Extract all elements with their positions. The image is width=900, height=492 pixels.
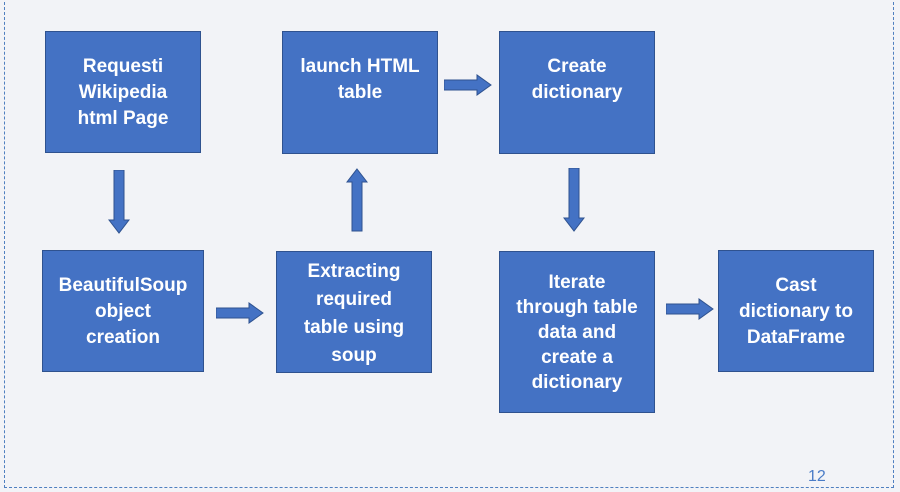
slide-border	[4, 2, 894, 488]
node-extracting-table: Extracting required table using soup	[276, 251, 432, 373]
node-iterate-create-dictionary: Iterate through table data and create a …	[499, 251, 655, 413]
arrow-beautifulsoup-to-extracting	[216, 302, 264, 324]
node-beautifulsoup-object-creation: BeautifulSoup object creation	[42, 250, 204, 372]
arrow-extracting-to-launch	[346, 168, 368, 232]
node-cast-dataframe: Cast dictionary to DataFrame	[718, 250, 874, 372]
arrow-iterate-to-cast	[666, 298, 714, 320]
arrow-request-to-beautifulsoup	[108, 170, 130, 234]
node-launch-html-table: launch HTML table	[282, 31, 438, 154]
node-request-wikipedia-page: Requesti Wikipedia html Page	[45, 31, 201, 153]
node-create-dictionary: Create dictionary	[499, 31, 655, 154]
arrow-launch-to-create-dictionary	[444, 74, 492, 96]
arrow-create-dictionary-to-iterate	[563, 168, 585, 232]
page-number: 12	[808, 468, 826, 485]
